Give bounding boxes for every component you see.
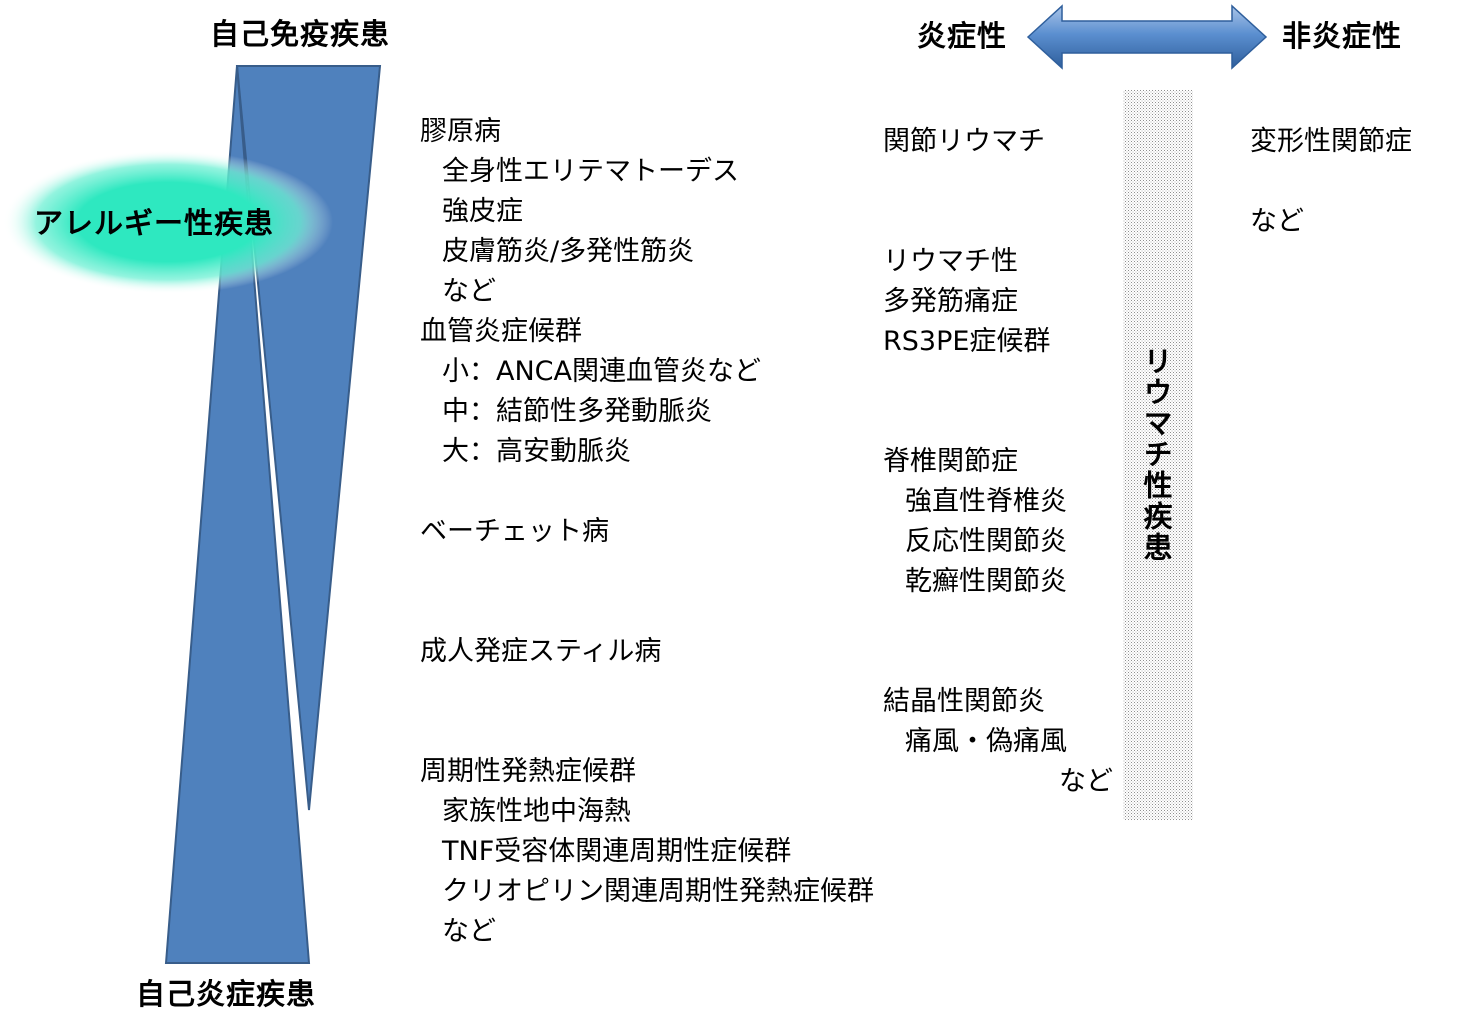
disease-list-column-3: 変形性関節症など xyxy=(1250,122,1412,242)
disease-item: 強皮症 xyxy=(442,196,523,227)
disease-category: 多発筋痛症 xyxy=(883,286,1018,317)
spacer xyxy=(420,552,874,592)
spacer xyxy=(420,472,874,512)
inflammatory-label: 炎症性 xyxy=(917,19,1008,53)
disease-item: TNF受容体関連周期性症候群 xyxy=(442,836,792,867)
disease-item: 全身性エリテマトーデス xyxy=(442,156,739,187)
spacer xyxy=(883,402,1113,442)
disease-item: など xyxy=(442,916,496,947)
disease-item: 家族性地中海熱 xyxy=(442,796,631,827)
disease-item: 痛風・偽痛風 xyxy=(905,726,1067,757)
disease-category: など xyxy=(1250,206,1304,237)
inflammation-double-arrow xyxy=(1026,4,1268,70)
allergy-label: アレルギー性疾患 xyxy=(34,206,275,240)
disease-item: 大：高安動脈炎 xyxy=(442,436,631,467)
allergy-glow-ellipse xyxy=(3,150,333,294)
disease-list-column-2: 関節リウマチリウマチ性多発筋痛症 RS3PE症候群脊椎関節症強直性脊椎炎反応性関節… xyxy=(883,122,1113,802)
disease-item: 小：ANCA関連血管炎など xyxy=(442,356,761,387)
disease-category: 血管炎症候群 xyxy=(420,316,582,347)
autoinflammatory-label: 自己炎症疾患 xyxy=(136,977,317,1011)
disease-category: 脊椎関節症 xyxy=(883,446,1018,477)
spacer xyxy=(883,162,1113,202)
rheumatic-dotted-bar xyxy=(1123,90,1193,820)
rheumatic-disease-label: リウマチ性疾患 xyxy=(1139,346,1173,563)
disease-item: など xyxy=(442,276,496,307)
disease-item: 反応性関節炎 xyxy=(905,526,1067,557)
disease-category: リウマチ性 xyxy=(883,246,1018,277)
spacer xyxy=(883,642,1113,682)
spacer xyxy=(883,202,1113,242)
autoinflammatory-wedge xyxy=(164,65,311,964)
spacer xyxy=(420,712,874,752)
disease-category: ベーチェット病 xyxy=(420,516,609,547)
disease-item: 中：結節性多発動脈炎 xyxy=(442,396,712,427)
disease-item: クリオピリン関連周期性発熱症候群 xyxy=(442,876,874,907)
disease-category: 関節リウマチ xyxy=(883,126,1045,157)
spacer xyxy=(420,672,874,712)
autoimmune-label: 自己免疫疾患 xyxy=(210,17,391,51)
spacer xyxy=(883,602,1113,642)
disease-item: 皮膚筋炎/多発性筋炎 xyxy=(442,236,695,267)
disease-list-column-1: 膠原病全身性エリテマトーデス強皮症皮膚筋炎/多発性筋炎など血管炎症候群小：ANC… xyxy=(420,112,874,952)
spacer xyxy=(420,592,874,632)
disease-category: 変形性関節症 xyxy=(1250,126,1412,157)
spacer xyxy=(1250,162,1412,202)
disease-category: 成人発症スティル病 xyxy=(420,636,662,667)
disease-category: 周期性発熱症候群 xyxy=(420,756,636,787)
disease-category: 結晶性関節炎 xyxy=(883,686,1045,717)
spacer xyxy=(883,362,1113,402)
disease-item: 強直性脊椎炎 xyxy=(905,486,1067,517)
disease-category: 膠原病 xyxy=(420,116,501,147)
disease-item: 乾癬性関節炎 xyxy=(905,566,1067,597)
disease-category: RS3PE症候群 xyxy=(883,326,1051,357)
non-inflammatory-label: 非炎症性 xyxy=(1282,19,1403,53)
disease-item: など xyxy=(1059,766,1113,797)
